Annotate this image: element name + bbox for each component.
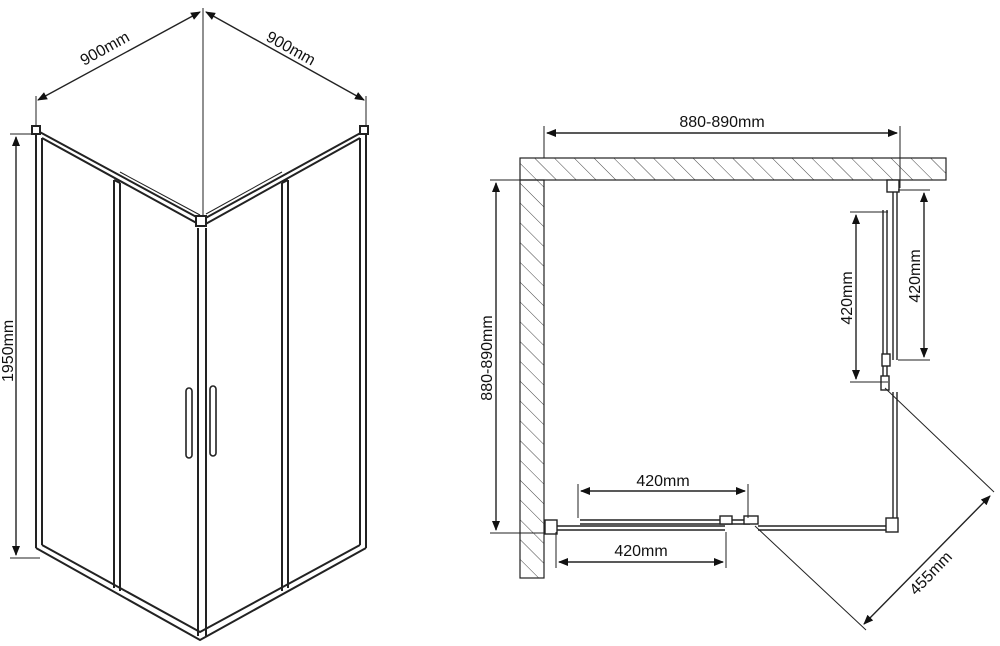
right-door-label: 420mm: [839, 271, 856, 324]
perspective-view: 900mm 900mm 1950mm: [0, 8, 369, 642]
door-handle-right: [209, 385, 217, 457]
dim-line-door-opening: [863, 495, 991, 625]
enclosure-frame: [31, 125, 369, 642]
back-wall: [519, 157, 947, 181]
dim-line-width-right: [205, 11, 365, 101]
right-panels: [880, 179, 900, 533]
dim-extension-diagonal: [884, 387, 995, 493]
door-handle-left: [185, 387, 193, 459]
dim-extension-diagonal: [754, 525, 867, 631]
side-height-label: 880-890mm: [479, 315, 496, 400]
bottom-fixed-label: 420mm: [614, 543, 667, 560]
plan-view: 880-890mm 880-890mm 420mm 420mm: [479, 114, 995, 631]
top-width-label: 880-890mm: [679, 114, 764, 131]
bottom-panels: [544, 515, 886, 535]
bottom-door-label: 420mm: [636, 473, 689, 490]
side-wall: [519, 179, 545, 579]
height-label: 1950mm: [0, 320, 17, 382]
dim-line-width-left: [37, 11, 201, 101]
right-fixed-label: 420mm: [907, 249, 924, 302]
top-rail-detail: [119, 171, 283, 216]
